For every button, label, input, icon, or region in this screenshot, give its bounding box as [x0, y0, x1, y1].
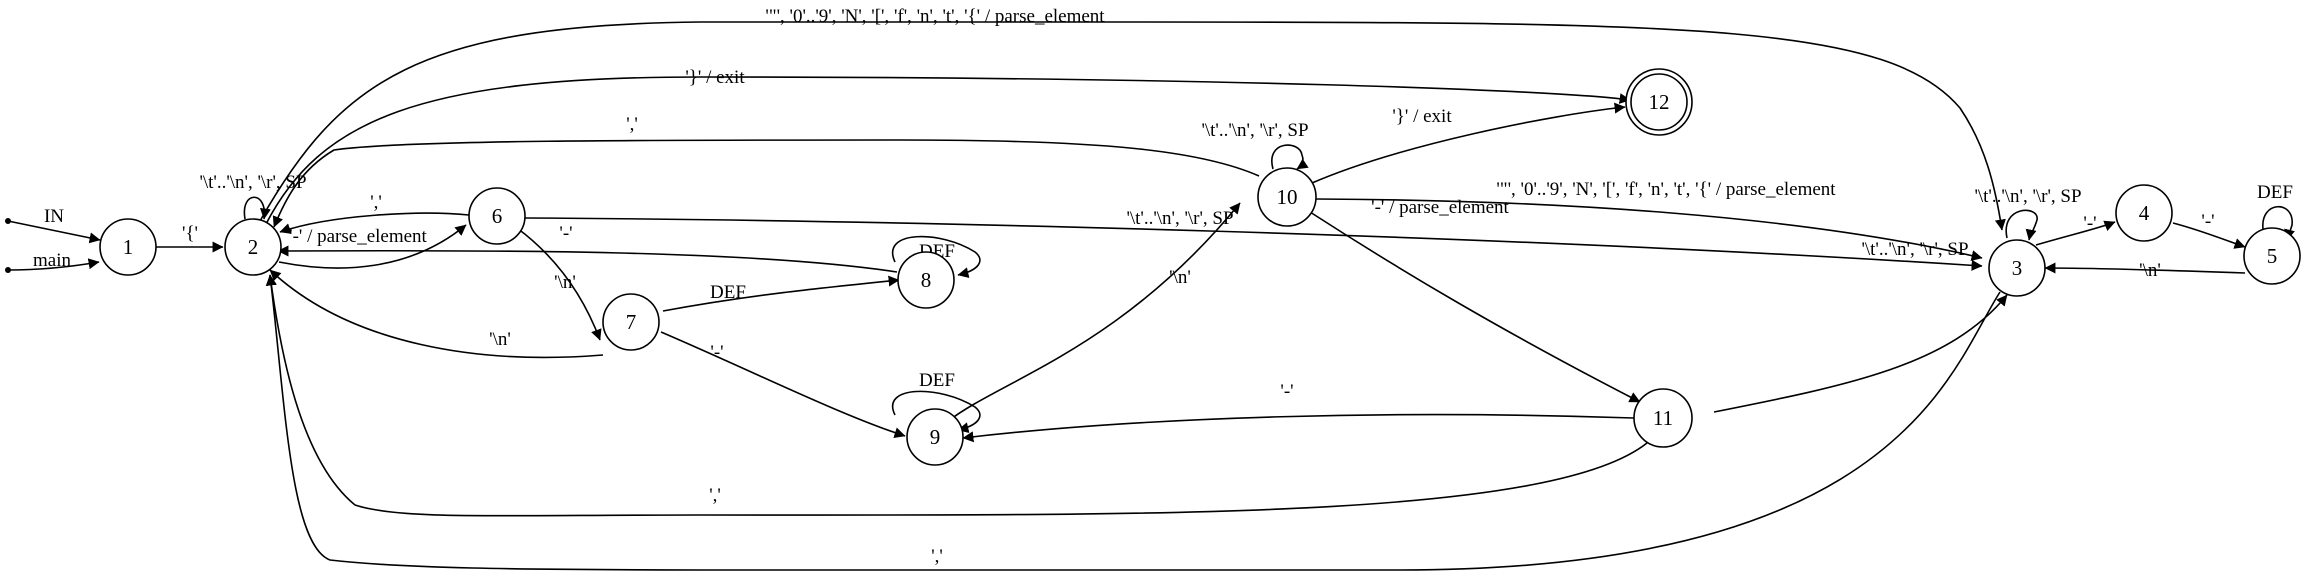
- edge-10-2: ',': [272, 114, 1260, 228]
- edge-label: '\t'..'\n', '\r', SP: [1126, 208, 1233, 229]
- edge-label: '-': [559, 223, 572, 244]
- edge-10-10: '\t'..'\n', '\r', SP: [1201, 120, 1309, 170]
- edge-label: '-': [1280, 381, 1293, 402]
- state-label: 6: [492, 204, 503, 228]
- edge-11-9: '-': [962, 381, 1635, 443]
- edge-10-12: '}' / exit: [1311, 102, 1626, 184]
- edge-10-3: '"', '0'..'9', 'N', '[', 'f', 'n', 't', …: [1315, 179, 1983, 261]
- edge-label: main: [33, 250, 71, 271]
- edge-5-3: '\n': [2044, 260, 2246, 281]
- edge-7-2: '\n': [269, 269, 604, 359]
- edge-7-9: '-': [660, 331, 906, 439]
- edge-1-2: '{': [156, 223, 224, 253]
- edge-11-2: ',': [265, 274, 1648, 517]
- edge-label: '\n': [1169, 267, 1191, 288]
- edge-label: '{': [182, 223, 198, 244]
- state-label: 4: [2139, 201, 2150, 225]
- state-node-5: 5: [2243, 227, 2301, 285]
- edge-label: '\t'..'\n', '\r', SP: [1861, 239, 1968, 260]
- state-label: 8: [921, 268, 932, 292]
- edge-label: '\n': [2139, 260, 2161, 281]
- edge-label: DEF: [2257, 182, 2293, 203]
- edge-main-1: main: [7, 250, 100, 271]
- edge-label: '\n': [489, 329, 511, 350]
- state-node-11: 11: [1633, 388, 1693, 448]
- edge-label: '\t'..'\n', '\r', SP: [199, 172, 306, 193]
- state-label: 2: [248, 235, 259, 259]
- edge-label: DEF: [710, 282, 746, 303]
- edge-label: '\t'..'\n', '\r', SP: [1974, 186, 2081, 207]
- edge-2-2: '\t'..'\n', '\r', SP: [199, 172, 307, 220]
- state-node-8: 8: [897, 251, 955, 309]
- state-label: 7: [626, 310, 637, 334]
- edge-label: '-' / parse_element: [1371, 197, 1509, 218]
- state-label: 10: [1277, 185, 1298, 209]
- edge-in-1: IN: [7, 206, 101, 244]
- edge-8-2: '\n': [277, 245, 898, 293]
- edge-3-3: '\t'..'\n', '\r', SP: [1974, 186, 2082, 241]
- edge-label: '"', '0'..'9', 'N', '[', 'f', 'n', 't', …: [1496, 179, 1836, 200]
- state-label: 12: [1649, 90, 1670, 114]
- edge-label: '\n': [554, 272, 576, 293]
- edge-label: '"', '0'..'9', 'N', '[', 'f', 'n', 't', …: [765, 6, 1105, 27]
- edge-label: DEF: [919, 370, 955, 391]
- edge-11-3: '\t'..'\n', '\r', SP: [1713, 239, 2008, 413]
- edge-10-11: '-' / parse_element: [1309, 197, 1641, 403]
- edge-label: '-': [2201, 211, 2214, 232]
- state-node-6: 6: [468, 187, 526, 245]
- state-label: 11: [1653, 406, 1673, 430]
- edge-3-4: '-': [2035, 213, 2116, 246]
- edge-2-12: '}' / exit: [265, 67, 1631, 225]
- edge-label: '}' / exit: [685, 67, 745, 88]
- state-node-10: 10: [1257, 167, 1317, 227]
- state-label: 9: [930, 425, 941, 449]
- edge-label: '-' / parse_element: [289, 226, 427, 247]
- edge-label: '-': [2083, 213, 2096, 234]
- edge-6-2: ',': [279, 192, 470, 234]
- edge-label: ',': [626, 114, 638, 135]
- edge-6-3: '\t'..'\n', '\r', SP: [524, 208, 1983, 271]
- edge-6-7: '-': [516, 223, 602, 341]
- edge-2-3-parse: '"', '0'..'9', 'N', '[', 'f', 'n', 't', …: [259, 6, 2006, 231]
- state-node-3: 3: [1988, 239, 2046, 297]
- state-node-7: 7: [602, 293, 660, 351]
- edge-4-5: '-': [2172, 211, 2246, 249]
- edge-9-10: '\n': [946, 202, 1241, 423]
- state-label: 5: [2267, 244, 2278, 268]
- edge-label: '\t'..'\n', '\r', SP: [1201, 120, 1308, 141]
- state-node-12-final: 12: [1625, 68, 1693, 136]
- start-point-in: [5, 218, 11, 224]
- state-node-9: 9: [906, 408, 964, 466]
- edge-3-2: ',': [265, 274, 2001, 571]
- edge-7-8: DEF: [662, 275, 900, 312]
- edge-9-9: DEF: [891, 370, 981, 434]
- state-label: 3: [2012, 256, 2023, 280]
- edge-label: ',': [709, 485, 721, 506]
- edge-label: ',': [370, 192, 382, 213]
- state-node-4: 4: [2115, 184, 2173, 242]
- state-node-2: 2: [224, 218, 282, 276]
- edge-label: '-': [710, 342, 723, 363]
- edge-2-6: '-' / parse_element: [278, 224, 467, 269]
- edge-label: ',': [931, 546, 943, 567]
- state-node-1: 1: [99, 218, 157, 276]
- edge-label: '}' / exit: [1392, 106, 1452, 127]
- state-label: 1: [123, 235, 134, 259]
- edge-label: IN: [44, 206, 64, 227]
